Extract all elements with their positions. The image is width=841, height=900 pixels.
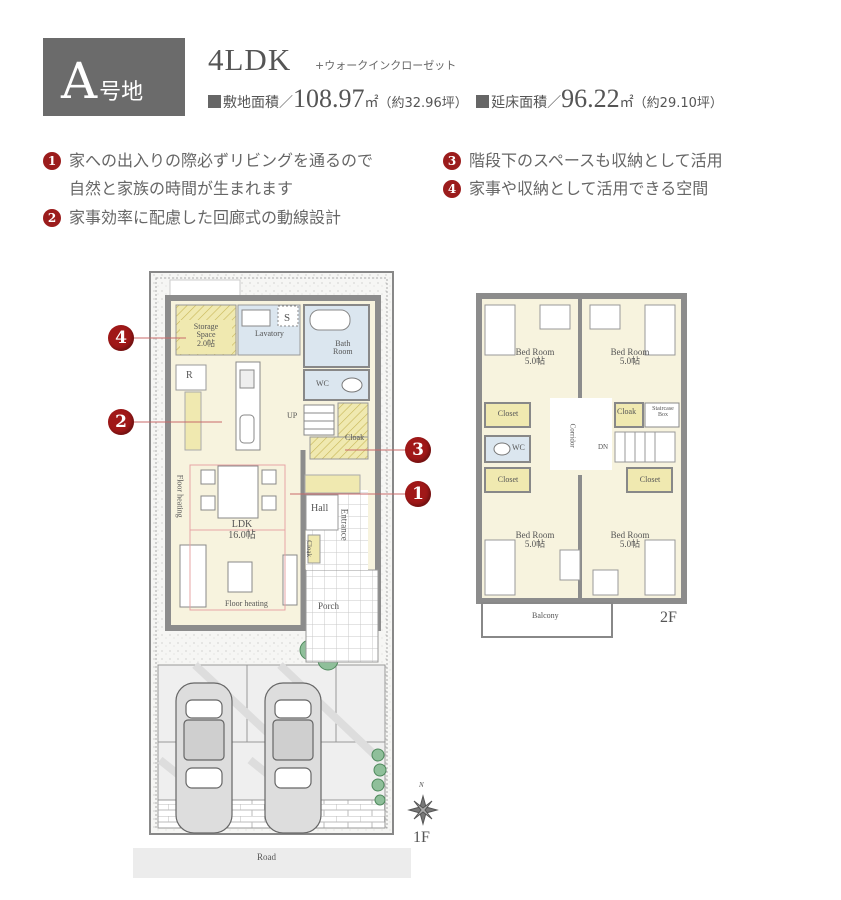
room-closet-br: Closet [639, 475, 661, 484]
room-closet-tl: Closet [497, 409, 519, 418]
callout-marker-4: 4 [108, 325, 134, 351]
floor-area-unit: ㎡ [619, 95, 634, 111]
lot-badge: A 号地 [43, 38, 185, 116]
feature-text: 家事効率に配慮した回廊式の動線設計 [69, 208, 342, 227]
site-area-value: 108.97 [293, 84, 365, 113]
porch-label: Porch [318, 601, 339, 611]
callout-marker-1: 1 [405, 481, 431, 507]
callout-marker-2: 2 [108, 409, 134, 435]
feature-text: 家事や収納として活用できる空間 [469, 179, 709, 198]
room-entrance: Entrance [339, 508, 350, 541]
stairs-down-label: DN [598, 443, 609, 451]
area-summary: 敷地面積／108.97㎡（約32.96坪） 延床面積／96.22㎡（約29.10… [208, 84, 723, 114]
feature-text: 家への出入りの際必ずリビングを通るので [69, 151, 374, 170]
number-marker-icon: 4 [443, 180, 461, 198]
stairs-up-label: UP [287, 411, 298, 420]
room-r: R [186, 370, 193, 381]
floor-1f-label: 1F [413, 829, 430, 846]
road-label: Road [257, 852, 276, 862]
room-cloak-2f: Cloak [617, 407, 637, 416]
feature-point-2: 2 家事効率に配慮した回廊式の動線設計 [43, 207, 341, 229]
floor-2f-label: 2F [660, 609, 677, 626]
room-hall: Hall [311, 503, 329, 514]
number-marker-icon: 3 [443, 152, 461, 170]
room-cloak: Cloak [345, 433, 365, 442]
lot-letter: A [61, 52, 98, 110]
car-icon [264, 682, 322, 834]
corridor-label: Corridor [568, 423, 577, 448]
room-closet-bl: Closet [497, 475, 519, 484]
layout-extra: +ウォークインクローゼット [315, 59, 457, 72]
number-marker-icon: 1 [43, 152, 61, 170]
feature-text: 階段下のスペースも収納として活用 [469, 151, 723, 170]
site-area-label: 敷地面積／ [223, 95, 293, 111]
feature-point-4: 4 家事や収納として活用できる空間 [443, 178, 708, 200]
square-bullet-icon [476, 95, 490, 108]
room-lavatory: Lavatory [255, 329, 284, 338]
feature-text: 自然と家族の時間が生まれます [69, 179, 294, 198]
feature-point-3: 3 階段下のスペースも収納として活用 [443, 150, 723, 172]
balcony-label: Balcony [532, 611, 559, 620]
number-marker-icon: 2 [43, 209, 61, 227]
feature-point-1: 1 家への出入りの際必ずリビングを通るので [43, 150, 373, 172]
layout-type: 4LDK [208, 42, 292, 77]
site-area-unit: ㎡ [364, 95, 379, 111]
floor-area-value: 96.22 [561, 84, 620, 113]
floor-area-label: 延床面積／ [491, 95, 562, 111]
room-wc: WC [316, 379, 329, 388]
floor-heating-label: Floor heating [225, 599, 268, 608]
feature-point-1-cont: 自然と家族の時間が生まれます [69, 178, 293, 200]
room-cloak-small: Cloak [305, 540, 314, 558]
car-icon [175, 682, 233, 834]
site-area-tsubo: （約32.96坪） [378, 96, 468, 111]
floor-area-tsubo: （約29.10坪） [633, 96, 723, 111]
callout-marker-3: 3 [405, 437, 431, 463]
compass-icon [407, 794, 439, 826]
floor-heating-label: Floor heating [175, 474, 185, 518]
square-bullet-icon [208, 95, 221, 108]
north-label: N [419, 781, 424, 789]
lot-suffix: 号地 [99, 80, 144, 105]
room-s: S [284, 312, 291, 324]
floor-plan-2f [476, 293, 687, 638]
room-wc-2f: WC [512, 443, 525, 452]
